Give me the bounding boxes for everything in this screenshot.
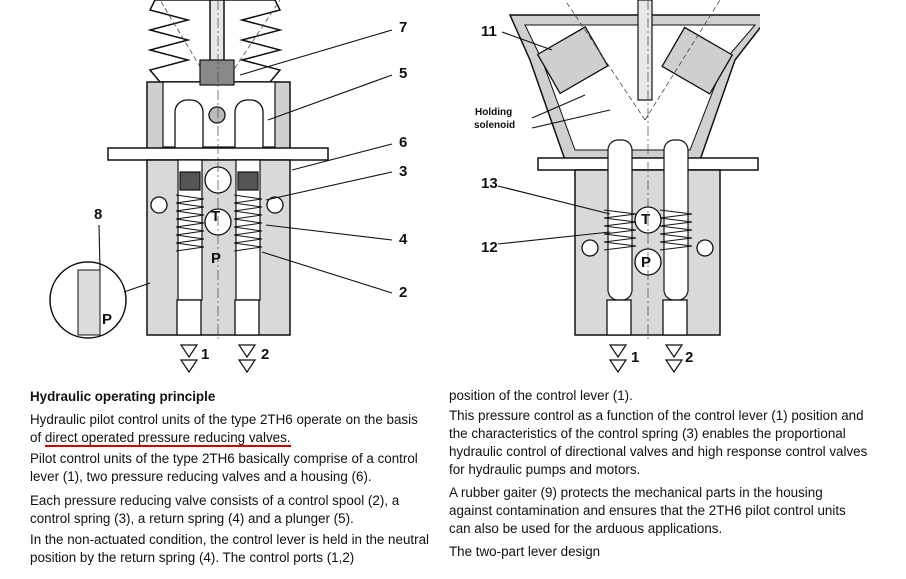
figure-left-sectional-view: 7 5 6 3 4 2 8 T P P 1 2 (40, 0, 420, 380)
outlet-2-label: 2 (685, 349, 694, 366)
detail-port-p-label: P (102, 311, 113, 328)
callout-12: 12 (481, 239, 498, 256)
figure-left-drawing (49, 0, 393, 374)
paragraph-1-text: Hydraulic pilot control units of the typ… (30, 412, 418, 445)
paragraph-2: This pressure control as a function of t… (449, 408, 868, 477)
paragraph-2: Pilot control units of the type 2TH6 bas… (30, 451, 418, 484)
holding-solenoid-label-line1: Holding (475, 107, 513, 118)
holding-solenoid-label-line2: solenoid (474, 120, 516, 131)
outlet-1-label: 1 (201, 346, 210, 363)
port-t-label: T (641, 211, 651, 228)
paragraph-3: A rubber gaiter (9) protects the mechani… (449, 485, 846, 536)
paragraph-1: Hydraulic pilot control units of the typ… (30, 411, 430, 447)
paragraph-1: position of the control lever (1). (449, 388, 633, 403)
figure-right-drawing (497, 0, 772, 374)
callout-5: 5 (399, 65, 408, 82)
underlined-phrase: direct operated pressure reducing valves… (44, 430, 291, 447)
paragraph-4: In the non-actuated condition, the contr… (30, 532, 429, 565)
right-text-column: position of the control lever (1). This … (449, 387, 869, 564)
paragraph-4: The two-part lever design (449, 544, 601, 559)
callout-13: 13 (481, 175, 498, 192)
section-heading: Hydraulic operating principle (30, 389, 216, 404)
callout-3: 3 (399, 163, 408, 180)
paragraph-3: Each pressure reducing valve consists of… (30, 493, 400, 526)
callout-2: 2 (399, 284, 408, 301)
callout-4: 4 (399, 231, 408, 248)
callout-6: 6 (399, 134, 408, 151)
callout-11: 11 (481, 23, 497, 40)
port-p-label: P (641, 254, 652, 271)
figure-right-sectional-view: 11 13 12 Holding solenoid T P 1 2 (470, 0, 772, 380)
callout-7: 7 (399, 19, 408, 36)
outlet-2-label: 2 (261, 346, 270, 363)
left-text-column: Hydraulic operating principle Hydraulic … (30, 388, 430, 570)
port-p-label: P (211, 250, 222, 267)
port-t-label: T (211, 208, 221, 225)
callout-8: 8 (94, 206, 103, 223)
outlet-1-label: 1 (631, 349, 640, 366)
